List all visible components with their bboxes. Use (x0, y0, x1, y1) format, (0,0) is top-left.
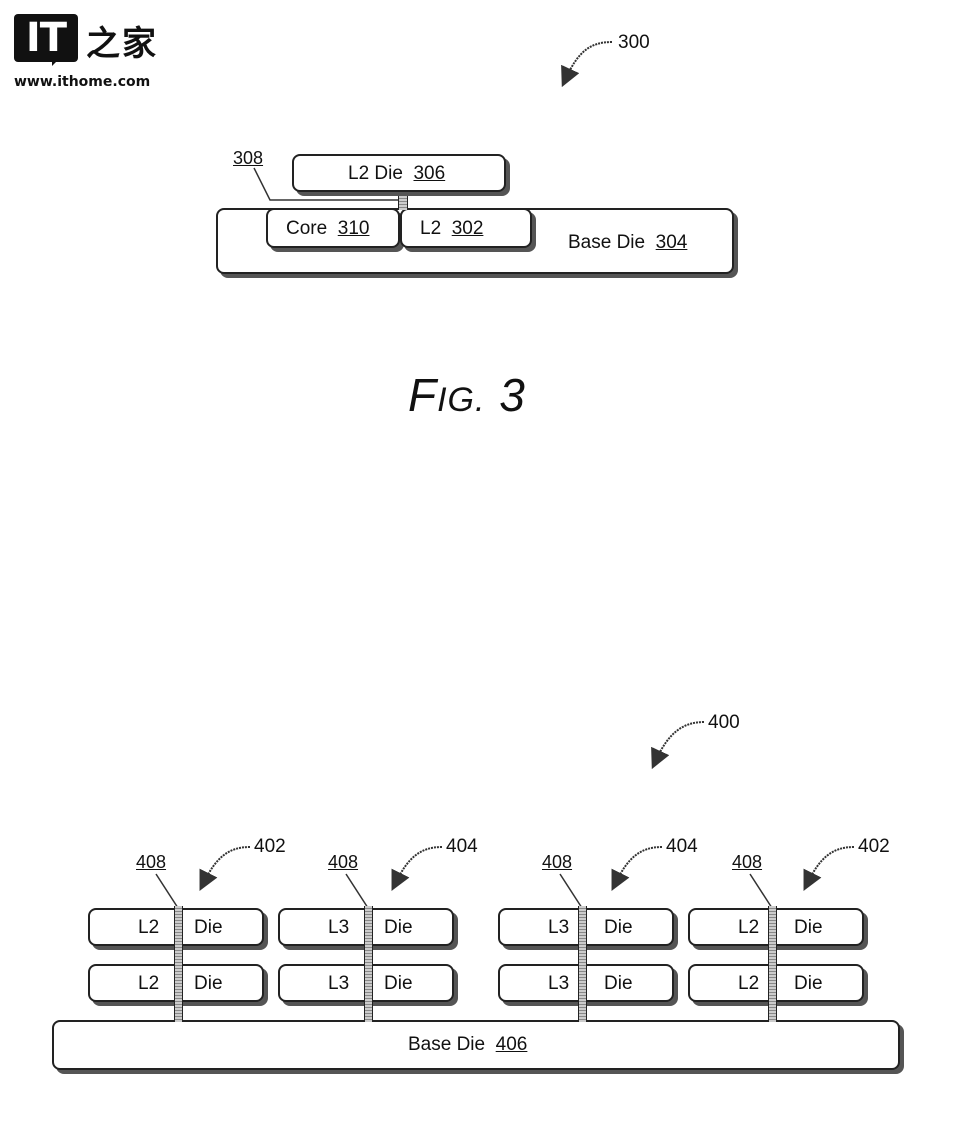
l2-die-text: L2 Die (348, 163, 403, 184)
die-text-label: Die (794, 917, 823, 938)
die-level-label: L2 (738, 917, 760, 938)
core-text: Core (286, 218, 328, 239)
base-die-406-text: Base Die (408, 1034, 486, 1055)
arrow-404-b (611, 846, 663, 891)
through-silicon-via (364, 906, 373, 1022)
core-310: Core 310 (266, 208, 400, 248)
logo-speech-tail (52, 58, 60, 66)
leader-408-c (559, 873, 583, 909)
l2-ref: 302 (451, 218, 484, 239)
through-silicon-via (174, 906, 183, 1022)
die-text-label: Die (194, 973, 223, 994)
via-ref: 408 (136, 852, 167, 872)
arrow-300 (561, 41, 613, 88)
l2-die-ref: 306 (413, 163, 446, 184)
leader-408-b (345, 873, 369, 909)
l2-text: L2 (420, 218, 442, 239)
die-level-label: L2 (138, 973, 160, 994)
arrow-400 (651, 721, 705, 770)
base-die-ref: 304 (655, 232, 688, 253)
die-text-label: Die (194, 917, 223, 938)
stack-ref: 402 (858, 836, 890, 857)
via-ref: 408 (732, 852, 763, 872)
die-level-label: L2 (738, 973, 760, 994)
logo-url: www.ithome.com (14, 74, 151, 90)
die-text-label: Die (384, 973, 413, 994)
l2-302: L2 302 (400, 208, 532, 248)
die-text-label: Die (384, 917, 413, 938)
base-die-text: Base Die (568, 232, 646, 253)
arrow-404-a (391, 846, 443, 891)
via-308 (398, 190, 408, 210)
logo-chinese-text: 之家 (86, 24, 158, 64)
base-die-label: Base Die 304 (568, 232, 687, 254)
die-level-label: L3 (548, 917, 570, 938)
figure-3-caption: FIG. 3 (408, 368, 526, 422)
l2-die-306: L2 Die 306 (292, 154, 506, 192)
die-text-label: Die (794, 973, 823, 994)
core-label: Core 310 (286, 218, 369, 240)
l2-die-label: L2 Die 306 (348, 163, 445, 185)
die-level-label: L3 (328, 973, 350, 994)
die-text-label: Die (604, 917, 633, 938)
caption-number: 3 (499, 369, 526, 421)
leader-308 (253, 167, 402, 201)
die-level-label: L3 (548, 973, 570, 994)
core-ref: 310 (337, 218, 370, 239)
via-ref: 408 (328, 852, 359, 872)
stack-ref: 402 (254, 836, 286, 857)
stack-ref: 404 (446, 836, 478, 857)
arrow-402-b (803, 846, 855, 891)
logo-mark: IT (25, 15, 67, 61)
die-text-label: Die (604, 973, 633, 994)
base-die-406-label: Base Die 406 (408, 1034, 527, 1056)
die-level-label: L3 (328, 917, 350, 938)
caption-prefix: F (408, 369, 438, 421)
leader-408-a (155, 873, 179, 909)
arrow-402-a (199, 846, 251, 891)
base-die-406: Base Die 406 (52, 1020, 900, 1070)
figure-3-ref: 300 (618, 32, 650, 53)
logo-mark-background (14, 14, 78, 62)
figure-4-ref: 400 (708, 712, 740, 733)
base-die-406-ref: 406 (495, 1034, 528, 1055)
l2-label: L2 302 (420, 218, 483, 240)
caption-small: IG. (437, 381, 486, 419)
via-ref: 408 (542, 852, 573, 872)
through-silicon-via (768, 906, 777, 1022)
leader-408-d (749, 873, 773, 909)
die-level-label: L2 (138, 917, 160, 938)
through-silicon-via (578, 906, 587, 1022)
stack-ref: 404 (666, 836, 698, 857)
connection-ref-308: 308 (233, 148, 264, 168)
